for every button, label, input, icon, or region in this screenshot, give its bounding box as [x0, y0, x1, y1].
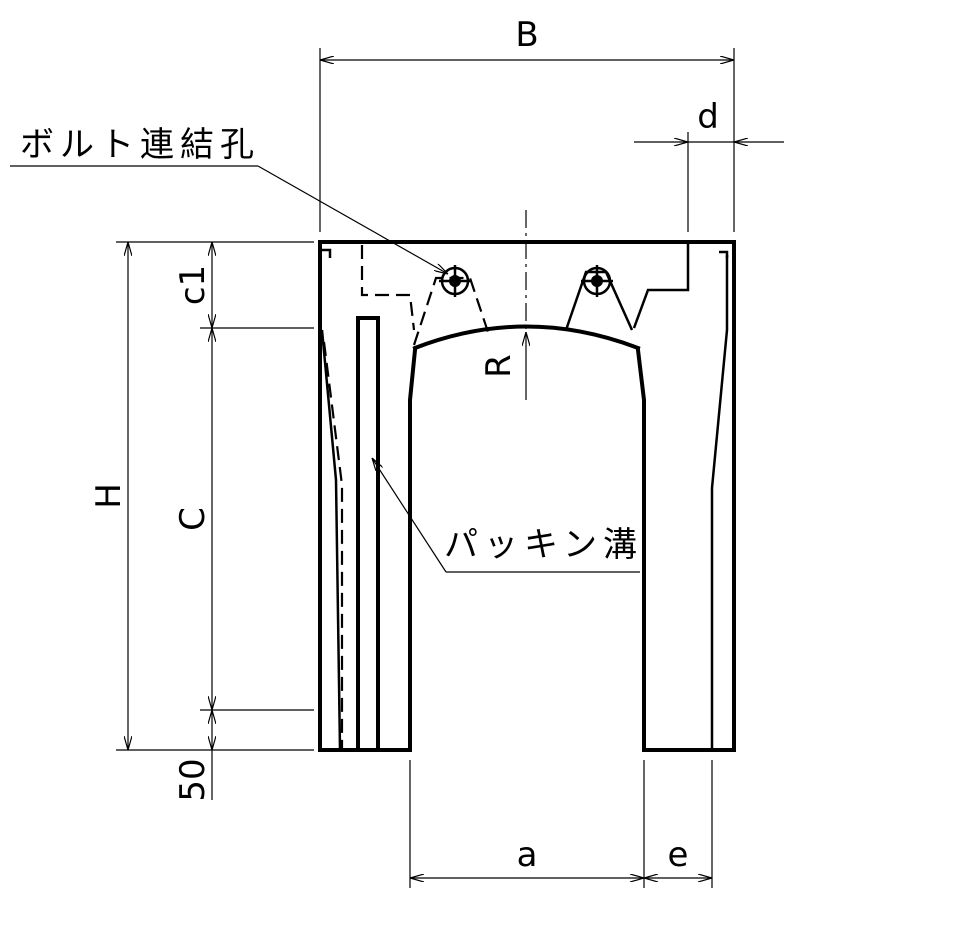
dimension-e: e — [644, 760, 713, 888]
top-step-right — [632, 242, 690, 329]
label-R: R — [479, 354, 519, 378]
packing-groove-slot — [356, 316, 380, 752]
dimension-d: d — [634, 97, 784, 232]
label-d: d — [697, 97, 719, 137]
label-e: e — [668, 835, 689, 875]
label-c1: c1 — [173, 265, 213, 305]
dimension-50: 50 — [173, 710, 213, 802]
dimension-C: C — [173, 328, 314, 711]
label-packing-groove: パッキン溝 — [444, 525, 643, 565]
dimension-H: H — [89, 241, 314, 751]
hidden-step-left — [360, 245, 416, 331]
dimension-B: B — [319, 15, 735, 232]
annotation-packing-groove: パッキン溝 — [372, 458, 643, 573]
label-50: 50 — [173, 758, 213, 801]
annotation-bolt-hole: ボルト連結孔 — [10, 125, 448, 274]
dimension-a: a — [409, 760, 645, 888]
bolt-hole-left-icon — [439, 265, 471, 297]
dimension-R: R — [479, 332, 526, 400]
label-H: H — [89, 483, 129, 509]
hidden-wall-left — [322, 341, 344, 750]
inner-profile — [320, 248, 729, 751]
label-C: C — [173, 507, 213, 531]
body-outline — [318, 240, 736, 752]
label-B: B — [515, 15, 538, 55]
bolt-hole-right-icon — [581, 265, 613, 297]
label-a: a — [517, 835, 538, 875]
dimension-c1: c1 — [173, 242, 314, 329]
label-bolt-hole: ボルト連結孔 — [20, 125, 260, 165]
